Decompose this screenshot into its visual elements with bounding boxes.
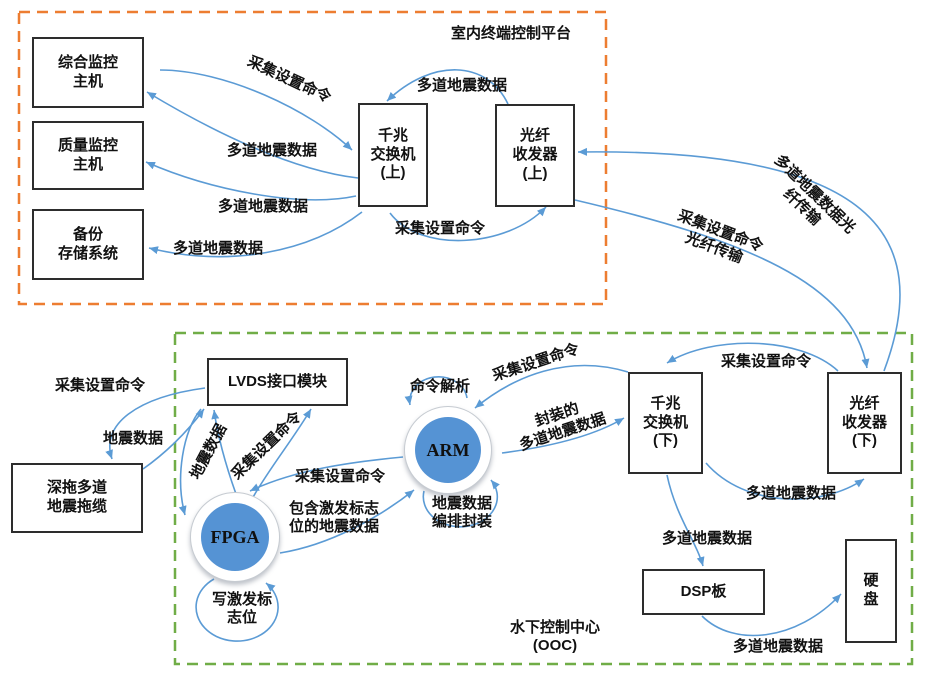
arrow-data-fiber-to-switch-upper: [386, 69, 509, 105]
node-hard-disk: 硬 盘: [845, 539, 897, 643]
arrow-data-fpga-to-arm: [279, 489, 415, 554]
node-streamer: 深拖多道 地震拖缆: [11, 463, 143, 533]
node-monitor-host: 综合监控 主机: [32, 37, 144, 108]
indoor-region-border: [17, 10, 608, 306]
underwater-region-border: [173, 331, 914, 666]
fpga-label: FPGA: [201, 503, 269, 571]
arm-label: ARM: [415, 417, 481, 483]
arrow-cmd-switch-to-fiber-upper: [389, 206, 547, 242]
arrow-data-switch-to-quality: [145, 161, 357, 201]
arrow-cmd-switch-to-arm: [474, 364, 629, 409]
node-quality-host: 质量监控 主机: [32, 121, 144, 190]
arrow-data-streamer-to-lvds: [142, 408, 205, 470]
arrow-cmd-arm-to-fpga: [249, 456, 404, 492]
arrow-cmd-fiber-to-switch-lower: [666, 342, 839, 372]
node-switch-upper: 千兆 交换机 (上): [358, 103, 428, 207]
arrow-data-lvds-to-fpga: [178, 408, 202, 516]
arrow-data-switch-to-dsp: [666, 474, 705, 567]
arrow-data-switch-to-fiber-lower: [705, 462, 865, 500]
arrow-arm-pack-data-loop: [422, 479, 500, 528]
node-fiber-lower: 光纤 收发器 (下): [827, 372, 902, 474]
arrow-data-switch-to-backup: [148, 211, 363, 258]
node-fpga: FPGA: [190, 492, 280, 582]
arrow-cmd-lvds-to-streamer: [105, 387, 206, 460]
node-arm: ARM: [404, 406, 492, 494]
node-backup-storage: 备份 存储系统: [32, 209, 144, 280]
node-lvds-module: LVDS接口模块: [207, 358, 348, 406]
arrow-data-switch-to-monitor: [146, 91, 359, 179]
arrow-data-fpga-to-lvds: [211, 409, 237, 495]
arrow-fiber-cmd-down: [574, 199, 870, 369]
arrow-cmd-host-to-switch: [159, 69, 353, 151]
arrow-data-arm-to-switch: [501, 417, 625, 454]
node-dsp-board: DSP板: [642, 569, 765, 615]
arrow-arm-command-parse-loop: [404, 376, 468, 406]
node-switch-lower: 千兆 交换机 (下): [628, 372, 703, 474]
arrow-data-dsp-to-hdd: [701, 593, 842, 637]
arrow-fpga-write-flag-loop: [195, 578, 279, 642]
node-fiber-upper: 光纤 收发器 (上): [495, 104, 575, 207]
arrow-fiber-data-up: [577, 147, 901, 372]
